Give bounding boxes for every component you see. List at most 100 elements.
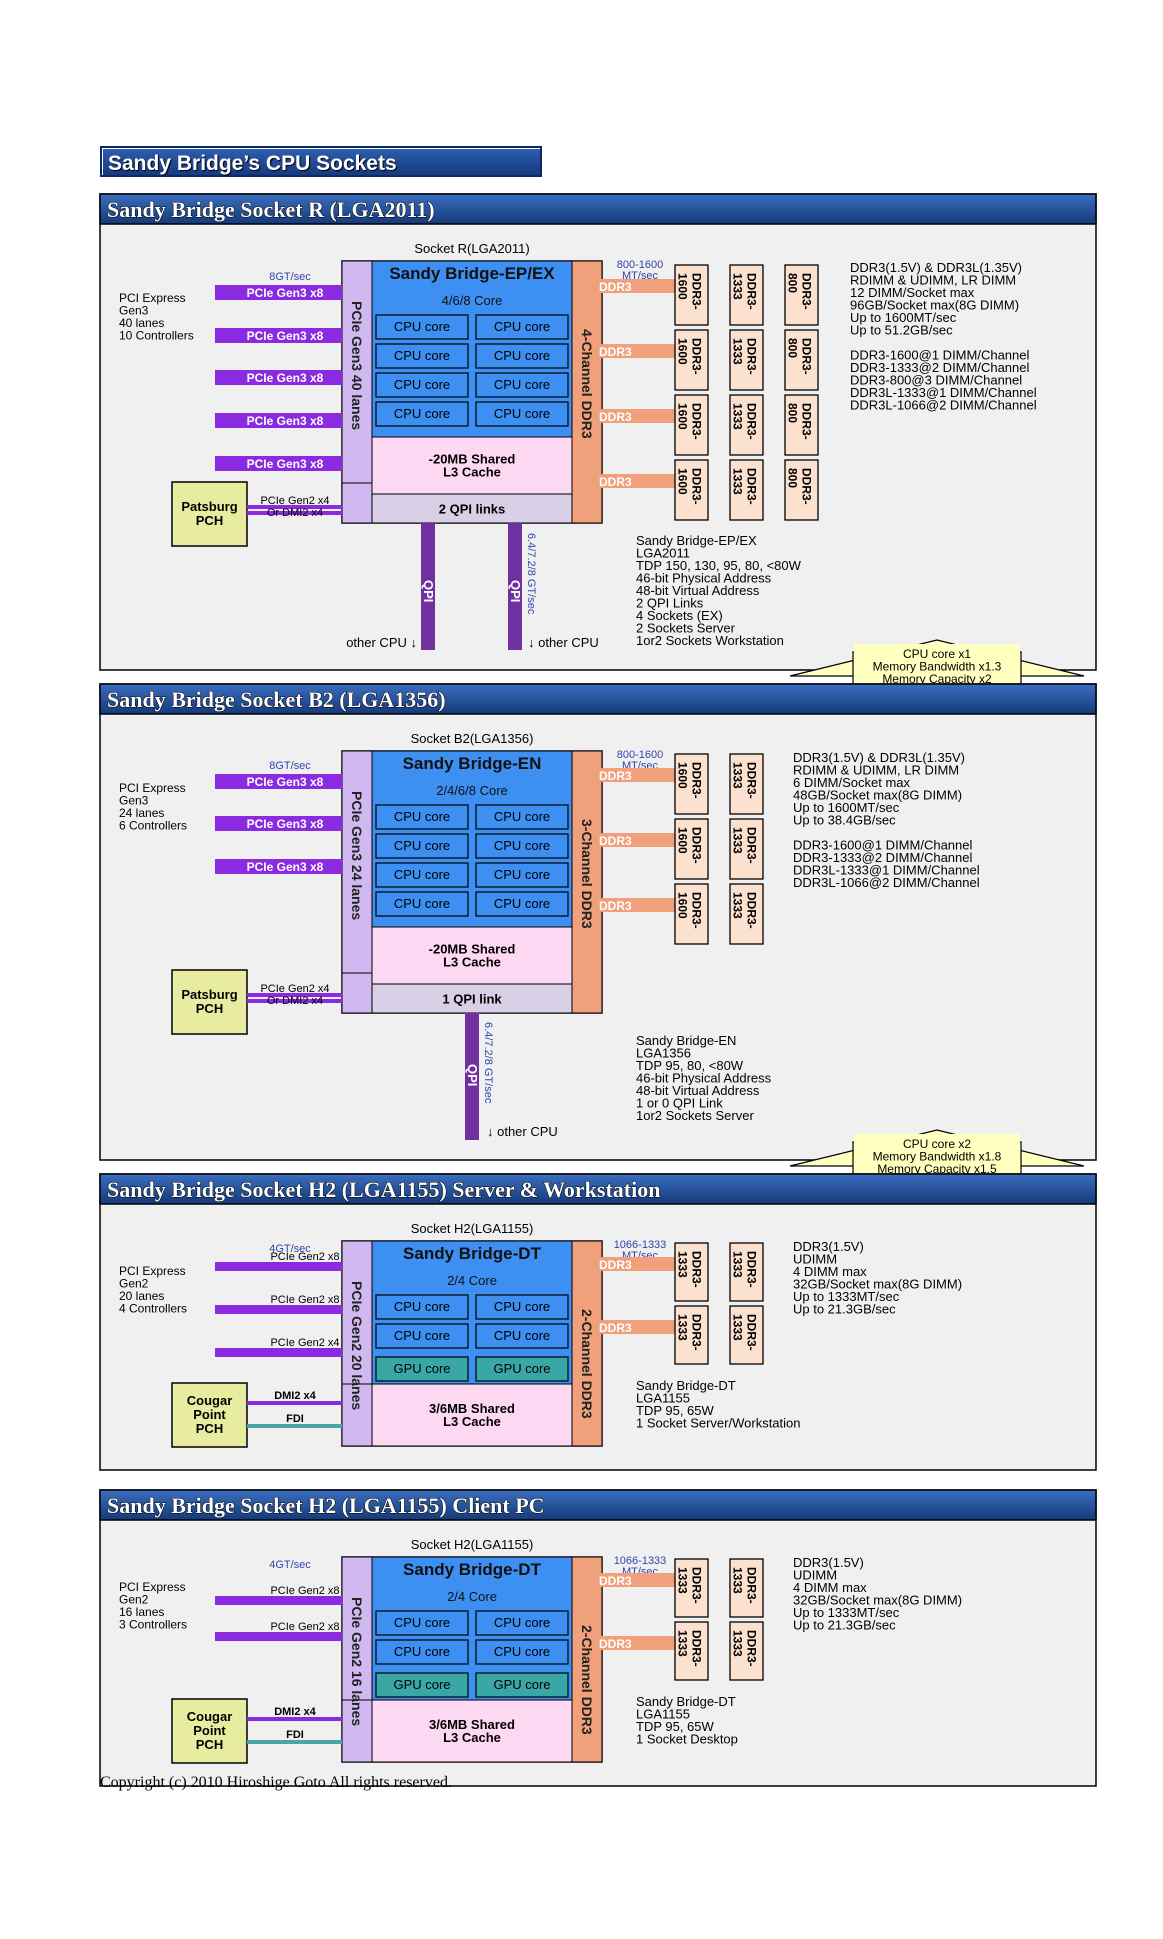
dimm-module [729, 329, 764, 391]
pcie-info: 24 lanes [119, 806, 164, 820]
chip-name: Sandy Bridge-EN [403, 754, 542, 773]
ddr-link-label: DDR3 [599, 1321, 632, 1335]
dimm-label: DDR3- [690, 1630, 704, 1667]
memory-controller-label: 3-Channel DDR3 [579, 819, 595, 929]
memory-info: DDR3L-1333@1 DIMM/Channel [793, 863, 980, 878]
section-title: Sandy Bridge Socket R (LGA2011) [107, 197, 435, 222]
dimm-label: DDR3- [800, 468, 814, 505]
cpu-core-label: CPU core [494, 867, 550, 882]
chip-info: 1or2 Sockets Workstation [636, 633, 784, 648]
memory-info: 4 DIMM max [793, 1264, 867, 1279]
gpu-core [475, 1672, 569, 1698]
pcie-link [215, 816, 342, 831]
ddr-link [595, 833, 675, 847]
dimm-module [729, 1621, 764, 1681]
dimm-module [674, 1242, 709, 1302]
memory-info: DDR3L-1066@2 DIMM/Channel [793, 875, 980, 890]
dimm-label: DDR3- [690, 827, 704, 864]
comparison-text: Memory Bandwidth x1.8 [873, 1150, 1002, 1164]
l3-cache-label: -20MB Shared [429, 942, 516, 957]
pcie-link-label: PCIe Gen2 x4 [270, 1337, 339, 1349]
cpu-core-label: CPU core [394, 867, 450, 882]
pch-link-label: FDI [286, 1413, 304, 1425]
cpu-core-label: CPU core [394, 1299, 450, 1314]
pcie-link-label: PCIe Gen2 x8 [270, 1621, 339, 1633]
cpu-core-label: CPU core [494, 348, 550, 363]
pch-link-label: PCIe Gen2 x4 [260, 495, 329, 507]
pch-chip [171, 1382, 248, 1448]
l3-cache-label: L3 Cache [443, 955, 501, 970]
memory-speed: 800-1600 [617, 259, 664, 271]
dimm-label: DDR3- [800, 403, 814, 440]
chip-info: TDP 150, 130, 95, 80, <80W [636, 558, 802, 573]
pcie-info: PCI Express [119, 1580, 186, 1594]
ddr-link-label: DDR3 [599, 899, 632, 913]
socket-section: Sandy Bridge Socket H2 (LGA1155) Client … [99, 1489, 1097, 1787]
qpi-link-label: QPI [421, 580, 436, 602]
ddr-link-label: DDR3 [599, 280, 632, 294]
memory-info: DDR3(1.5V) [793, 1555, 864, 1570]
section-header [99, 1489, 1097, 1521]
socket-label: Socket R(LGA2011) [414, 241, 529, 256]
ddr-link-label: DDR3 [599, 345, 632, 359]
qpi-block-label: 1 QPI link [442, 992, 502, 1007]
cpu-core [475, 343, 569, 369]
pcie-link-label: PCIe Gen2 x8 [270, 1251, 339, 1263]
pch-link [247, 1401, 342, 1405]
cpu-core-label: CPU core [394, 1328, 450, 1343]
gpu-core [475, 1356, 569, 1382]
dimm-label: 1333 [676, 1630, 690, 1657]
ddr-link [595, 1573, 675, 1587]
dimm-label: DDR3- [690, 1251, 704, 1288]
qpi-block-label: 2 QPI links [439, 502, 505, 517]
pch-label: PCH [196, 1737, 223, 1752]
pch-link [247, 1717, 342, 1721]
pch-chip [171, 481, 248, 547]
qpi-speed: 6.4/7.2/8 GT/sec [525, 533, 537, 615]
cpu-core-label: CPU core [494, 1328, 550, 1343]
pcie-link-label: PCIe Gen3 x8 [247, 817, 324, 831]
memory-info: RDIMM & UDIMM, LR DIMM [793, 763, 959, 778]
section-title: Sandy Bridge Socket B2 (LGA1356) [107, 687, 446, 712]
cpu-core [475, 314, 569, 340]
l3-cache-label: L3 Cache [443, 1730, 501, 1745]
cpu-core [375, 804, 469, 830]
chip-name: Sandy Bridge-DT [403, 1244, 542, 1263]
pcie-link [215, 456, 342, 471]
chip-info: TDP 95, 65W [636, 1719, 715, 1734]
pcie-info: 10 Controllers [119, 329, 194, 343]
memory-speed: 1066-1333 [614, 1555, 667, 1567]
dimm-label: 800 [786, 338, 800, 358]
memory-speed: 1066-1333 [614, 1239, 667, 1251]
dimm-label: DDR3- [745, 468, 759, 505]
comparison-box-joint [854, 1134, 1020, 1146]
chip-info: TDP 95, 65W [636, 1403, 715, 1418]
cpu-core [375, 1610, 469, 1636]
l3-cache-label: 3/6MB Shared [429, 1717, 515, 1732]
pch-link-label: PCIe Gen2 x4 [260, 983, 329, 995]
cpu-core-label: CPU core [394, 406, 450, 421]
qpi-block [371, 983, 573, 1014]
l3-cache [371, 1383, 573, 1447]
dimm-module [784, 394, 819, 456]
l3-cache-label: -20MB Shared [429, 452, 516, 467]
cpu-core [375, 862, 469, 888]
memory-controller [571, 1556, 603, 1763]
pch-link [247, 999, 342, 1003]
ddr-link [595, 1257, 675, 1271]
ddr-link [595, 1320, 675, 1334]
cpu-core [475, 1639, 569, 1665]
dimm-label: 1333 [731, 273, 745, 300]
cpu-core [375, 314, 469, 340]
dimm-label: DDR3- [745, 1567, 759, 1604]
dimm-module [729, 883, 764, 945]
l3-cache [371, 926, 573, 985]
pcie-controller-label: PCIe Gen2 20 lanes [349, 1281, 365, 1410]
chip-info: TDP 95, 80, <80W [636, 1058, 744, 1073]
dimm-label: 1333 [731, 892, 745, 919]
pcie-link [215, 1305, 342, 1314]
pch-link-label: Or DMI2 x4 [267, 507, 323, 519]
pcie-info: PCI Express [119, 781, 186, 795]
section-title: Sandy Bridge Socket H2 (LGA1155) Client … [107, 1493, 545, 1518]
